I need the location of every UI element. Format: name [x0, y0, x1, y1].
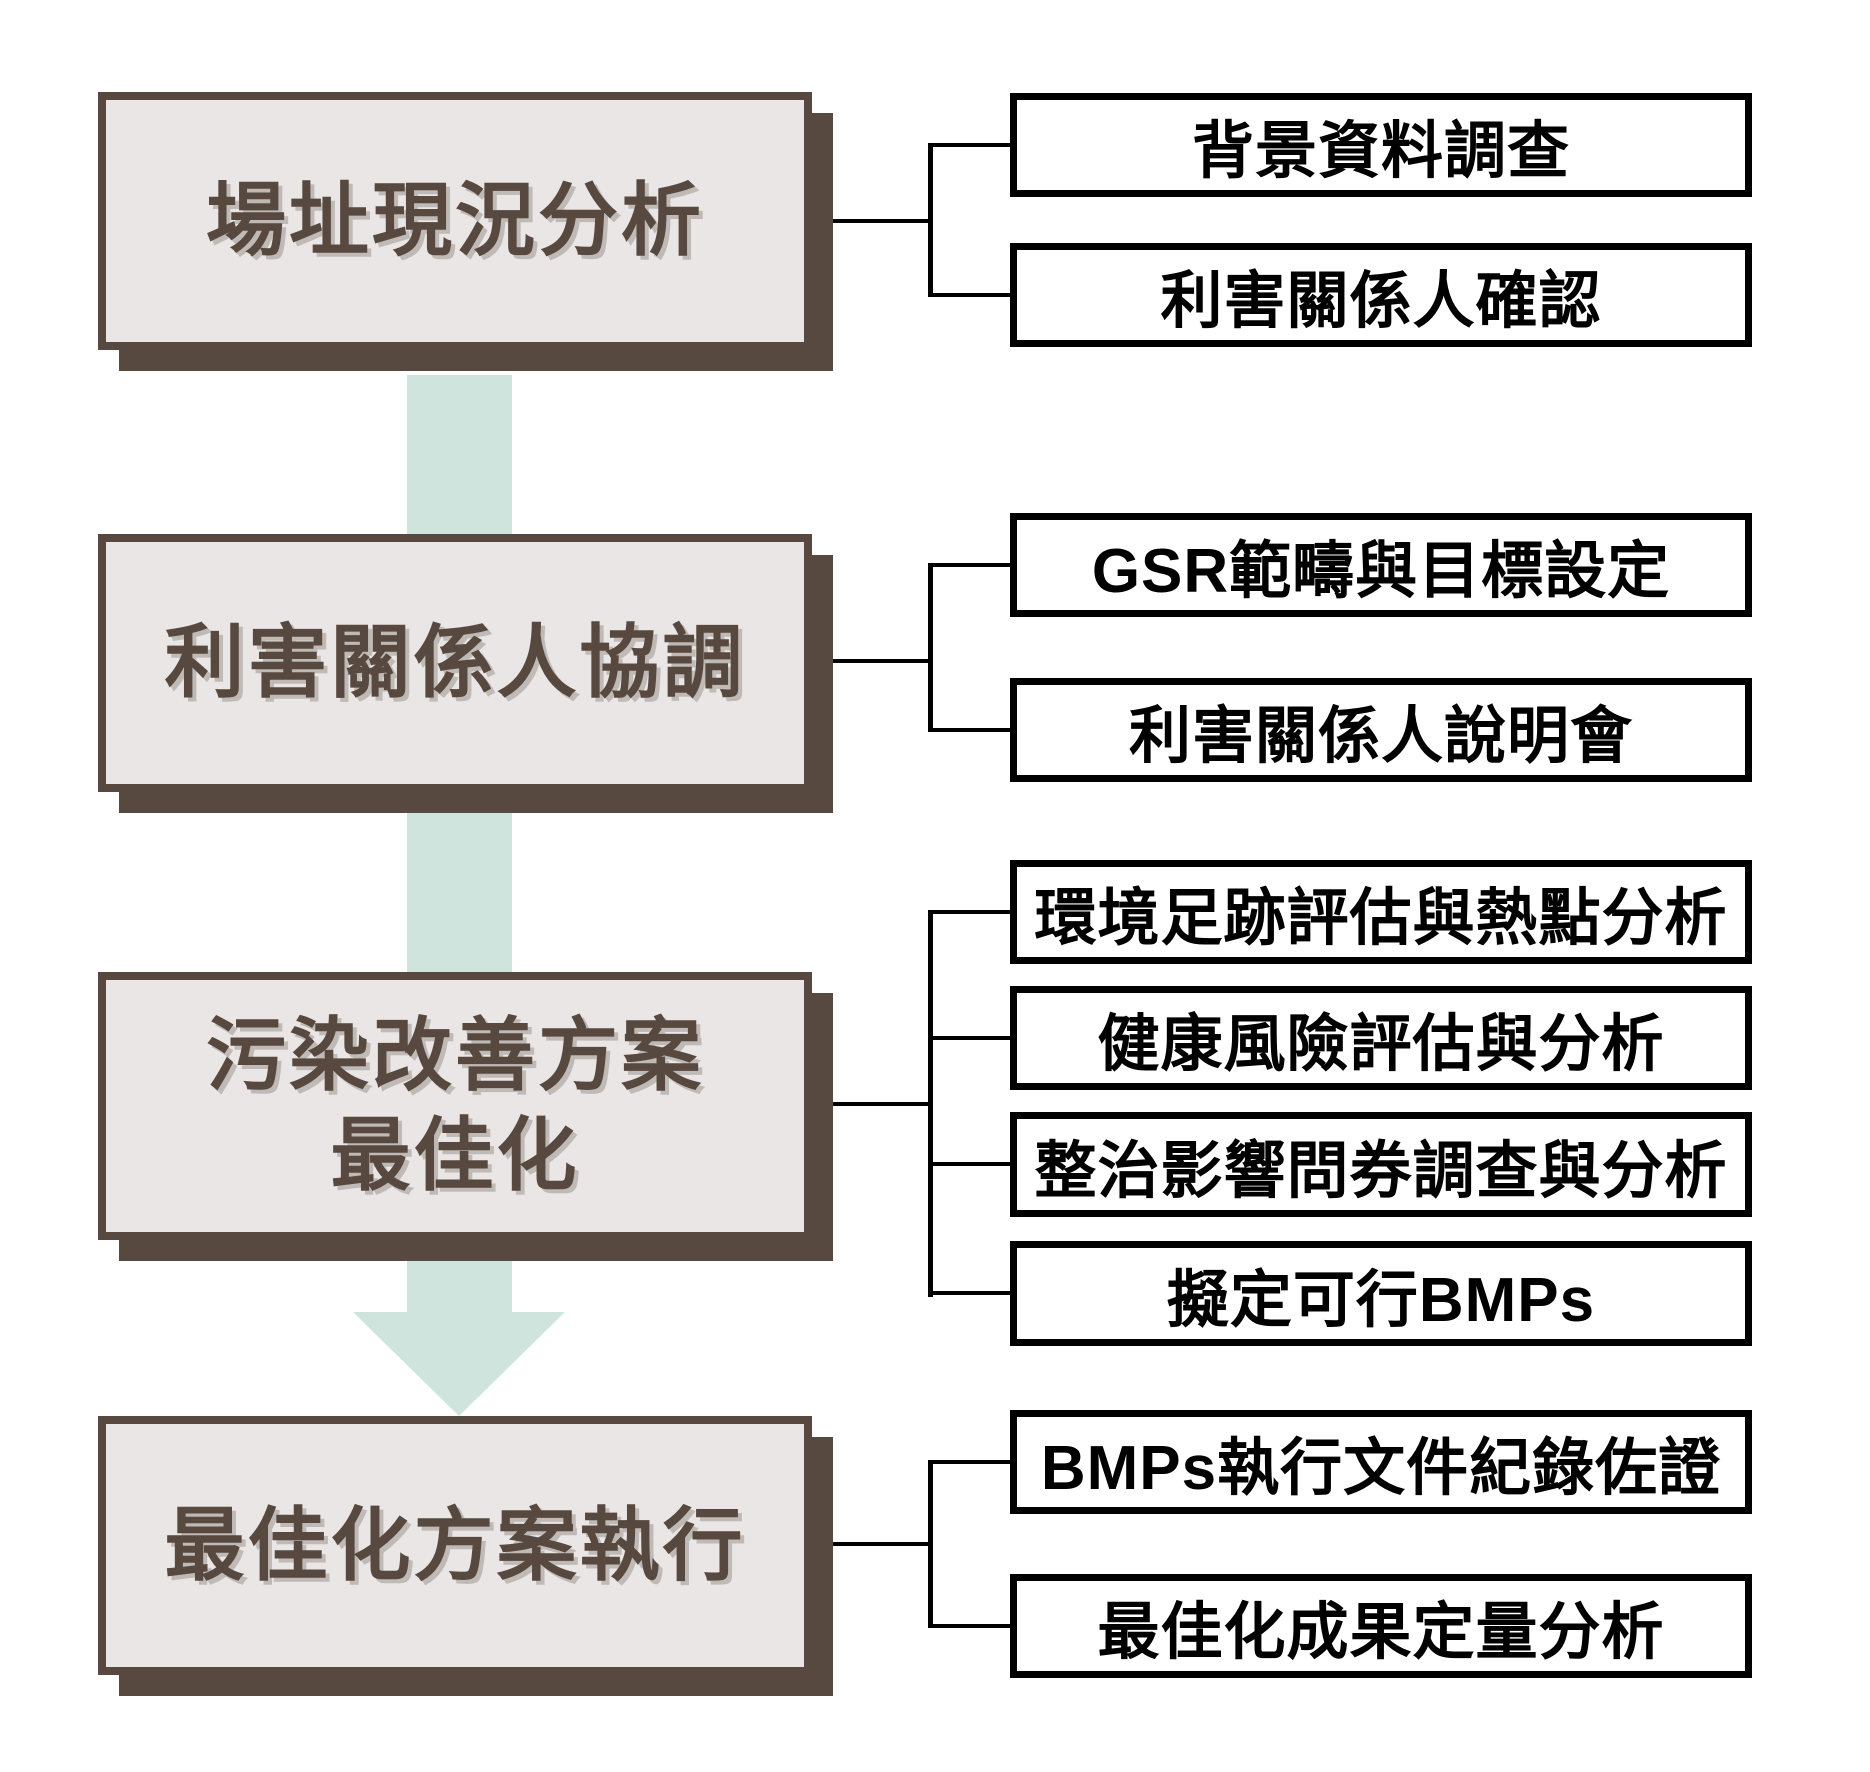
stage-2-stub-1-line [928, 563, 1010, 567]
stage-1-child-2-label: 利害關係人確認 [1160, 267, 1602, 336]
stage-4-label: 最佳化方案執行 [164, 1500, 746, 1590]
stage-3-child-3-box: 整治影響問券調查與分析 [1010, 1112, 1752, 1217]
stage-1-child-1-label: 背景資料調查 [1191, 117, 1570, 186]
stage-2-spine-line [928, 563, 933, 732]
stage-2-branch-line [812, 659, 930, 663]
stage-4-child-2-box: 最佳化成果定量分析 [1010, 1574, 1752, 1678]
stage-3-stub-1-line [928, 910, 1010, 914]
down-arrow [353, 375, 565, 1416]
stage-3-label: 污染改善方案 最佳化 [206, 1011, 704, 1200]
stage-2-stub-2-line [928, 728, 1010, 732]
stage-4-child-1-box: BMPs執行文件紀錄佐證 [1010, 1410, 1752, 1514]
stage-3-child-4-label: 擬定可行BMPs [1166, 1265, 1596, 1335]
stage-4-stub-1-line [928, 1460, 1010, 1464]
stage-4-stub-2-line [928, 1624, 1010, 1628]
stage-2-child-2-label: 利害關係人說明會 [1128, 702, 1633, 771]
stage-2-label: 利害關係人協調 [164, 618, 746, 707]
stage-2-child-1-box: GSR範疇與目標設定 [1010, 513, 1752, 617]
stage-1-box: 場址現況分析 [98, 92, 812, 350]
stage-1-child-1-box: 背景資料調查 [1010, 93, 1752, 197]
stage-4-child-1-label: BMPs執行文件紀錄佐證 [1040, 1434, 1722, 1503]
stage-3-child-2-label: 健康風險評估與分析 [1097, 1010, 1665, 1079]
stage-1-child-2-box: 利害關係人確認 [1010, 243, 1752, 347]
stage-1-stub-1-line [928, 143, 1010, 147]
stage-4-branch-line [812, 1542, 930, 1546]
stage-4-spine-line [928, 1460, 933, 1628]
stage-3-child-4-box: 擬定可行BMPs [1010, 1241, 1752, 1346]
stage-1-spine-line [928, 143, 933, 297]
stage-2-child-2-box: 利害關係人說明會 [1010, 678, 1752, 782]
stage-3-child-1-label: 環境足跡評估與熱點分析 [1034, 884, 1728, 953]
stage-1-branch-line [812, 219, 930, 223]
stage-3-spine-line [928, 910, 933, 1297]
stage-3-box: 污染改善方案 最佳化 [98, 972, 812, 1240]
stage-2-box: 利害關係人協調 [98, 534, 812, 792]
stage-3-child-2-box: 健康風險評估與分析 [1010, 986, 1752, 1090]
stage-3-child-1-box: 環境足跡評估與熱點分析 [1010, 860, 1752, 964]
stage-1-stub-2-line [928, 293, 1010, 297]
stage-4-child-2-label: 最佳化成果定量分析 [1097, 1598, 1665, 1667]
stage-2-child-1-label: GSR範疇與目標設定 [1091, 537, 1671, 606]
stage-4-box: 最佳化方案執行 [98, 1416, 812, 1675]
stage-3-child-3-label: 整治影響問券調查與分析 [1034, 1136, 1728, 1206]
stage-3-stub-2-line [928, 1036, 1010, 1040]
stage-1-label: 場址現況分析 [206, 176, 704, 265]
stage-3-stub-4-line [928, 1291, 1010, 1295]
stage-3-stub-3-line [928, 1162, 1010, 1166]
stage-3-branch-line [812, 1102, 930, 1106]
